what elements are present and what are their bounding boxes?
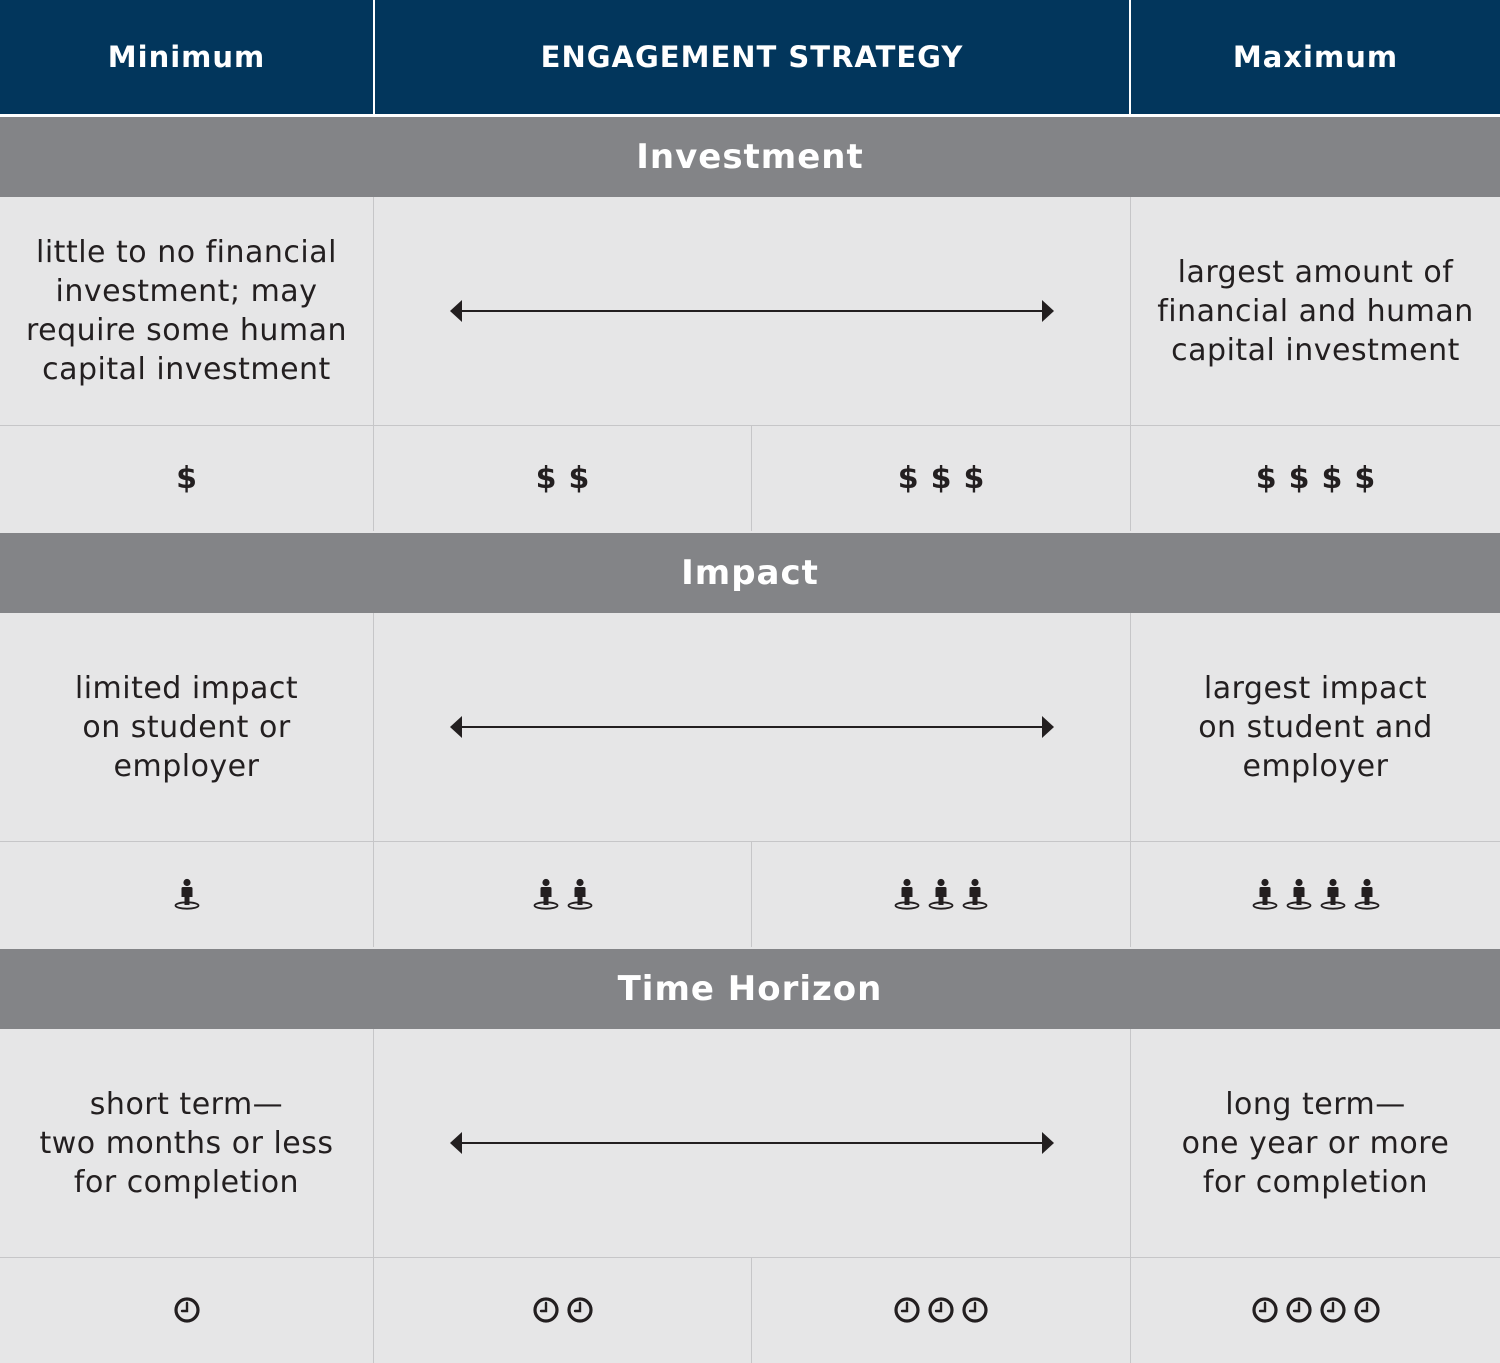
clock-icon xyxy=(566,1297,593,1323)
minimum-description-text: little to no financial investment; may r… xyxy=(25,235,348,387)
person-icon xyxy=(1320,878,1345,910)
header-minimum: Minimum xyxy=(107,40,266,74)
clock-icon xyxy=(1319,1297,1346,1323)
clock-icon xyxy=(1353,1297,1380,1323)
maximum-description: largest amount of financial and human ca… xyxy=(1131,197,1500,425)
grid-line xyxy=(1130,197,1131,531)
section-title: Time Horizon xyxy=(0,949,1500,1029)
level-4-cell: $ $ $ $ xyxy=(1131,425,1500,531)
header-divider xyxy=(1129,0,1131,114)
minimum-description: little to no financial investment; may r… xyxy=(0,197,373,425)
person-icon xyxy=(1252,878,1277,910)
person-icon xyxy=(962,878,988,910)
maximum-description-text: largest impact on student and employer xyxy=(1198,670,1433,784)
grid-line xyxy=(373,613,374,947)
person-icon xyxy=(1354,878,1379,910)
header-rule xyxy=(0,114,1500,117)
person-icon xyxy=(567,878,592,910)
maximum-description-text: largest amount of financial and human ca… xyxy=(1157,254,1474,368)
level-4-cell xyxy=(1131,841,1500,947)
double-arrow-icon xyxy=(450,1132,1054,1154)
level-1-cell: $ xyxy=(0,425,373,531)
clock-icon xyxy=(962,1297,988,1323)
dollar-icon: $ xyxy=(1354,460,1376,496)
level-2-cell xyxy=(374,841,751,947)
grid-line xyxy=(0,425,1500,426)
dollar-icon: $ xyxy=(1255,460,1277,496)
level-2-cell xyxy=(374,1257,751,1363)
dollar-icon: $ xyxy=(897,460,919,496)
level-1-cell xyxy=(0,1257,373,1363)
maximum-description: long term— one year or more for completi… xyxy=(1131,1029,1500,1257)
clock-icon xyxy=(1285,1297,1312,1323)
clock-icon xyxy=(928,1297,954,1323)
level-3-cell: $ $ $ xyxy=(752,425,1130,531)
clock-icon xyxy=(1251,1297,1278,1323)
double-arrow-icon xyxy=(450,300,1054,322)
dollar-icon: $ xyxy=(963,460,985,496)
person-icon xyxy=(533,878,558,910)
grid-line xyxy=(373,1029,374,1363)
dollar-icon: $ xyxy=(930,460,952,496)
section-title: Impact xyxy=(0,533,1500,613)
range-arrow xyxy=(374,197,1130,425)
header-maximum: Maximum xyxy=(1232,40,1399,74)
range-arrow xyxy=(374,613,1130,841)
grid-line xyxy=(751,841,752,947)
dollar-icon: $ xyxy=(568,460,590,496)
dollar-icon: $ xyxy=(535,460,557,496)
person-icon xyxy=(1286,878,1311,910)
level-1-cell xyxy=(0,841,373,947)
person-icon xyxy=(928,878,954,910)
grid-line xyxy=(0,1257,1500,1258)
level-2-cell: $$ xyxy=(374,425,751,531)
minimum-description-text: short term— two months or less for compl… xyxy=(39,1086,334,1200)
clock-icon xyxy=(894,1297,920,1323)
level-3-cell xyxy=(752,1257,1130,1363)
section-title: Investment xyxy=(0,117,1500,197)
minimum-description: limited impact on student or employer xyxy=(0,613,373,841)
grid-line xyxy=(0,841,1500,842)
double-arrow-icon xyxy=(450,716,1054,738)
grid-line xyxy=(1130,613,1131,947)
grid-line xyxy=(373,197,374,531)
maximum-description: largest impact on student and employer xyxy=(1131,613,1500,841)
dollar-icon: $ xyxy=(1321,460,1343,496)
person-icon xyxy=(174,878,199,910)
header-engagement-strategy: ENGAGEMENT STRATEGY xyxy=(540,40,964,74)
level-3-cell xyxy=(752,841,1130,947)
grid-line xyxy=(751,1257,752,1363)
clock-icon xyxy=(532,1297,559,1323)
dollar-icon: $ xyxy=(176,460,197,496)
minimum-description-text: limited impact on student or employer xyxy=(74,670,299,784)
maximum-description-text: long term— one year or more for completi… xyxy=(1181,1086,1450,1200)
minimum-description: short term— two months or less for compl… xyxy=(0,1029,373,1257)
clock-icon xyxy=(173,1297,200,1323)
dollar-icon: $ xyxy=(1288,460,1310,496)
range-arrow xyxy=(374,1029,1130,1257)
level-4-cell xyxy=(1131,1257,1500,1363)
grid-line xyxy=(751,425,752,531)
person-icon xyxy=(894,878,920,910)
table-header: Minimum ENGAGEMENT STRATEGY Maximum xyxy=(0,0,1500,114)
header-divider xyxy=(373,0,375,114)
grid-line xyxy=(1130,1029,1131,1363)
